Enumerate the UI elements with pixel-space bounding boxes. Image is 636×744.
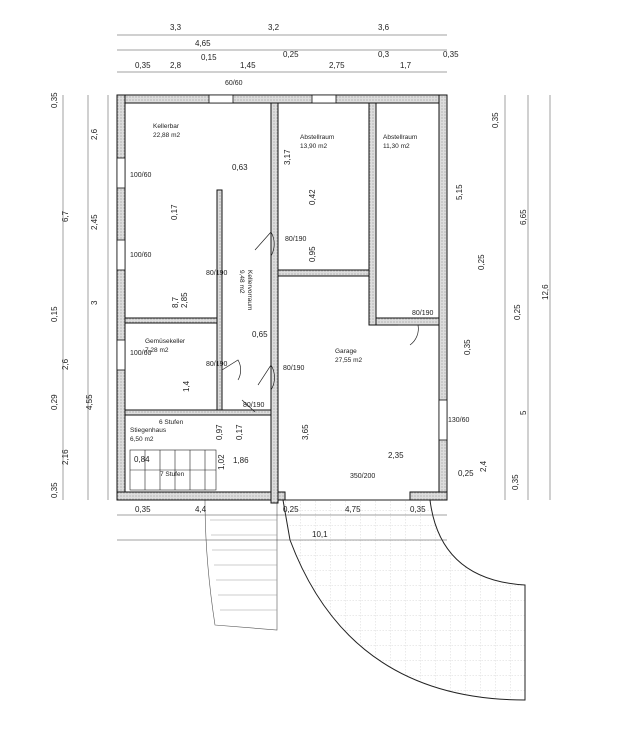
dim-row3-6: 1,7: [400, 61, 412, 70]
dim-inner-1: 0,17: [170, 204, 179, 220]
room-abstell2-name: Abstellraum: [383, 134, 417, 141]
dim-top-5: 0,25: [283, 50, 299, 59]
dim-left-outer-3: 4,55: [85, 394, 94, 410]
room-stiegenhaus-area: 6,50 m2: [130, 436, 154, 443]
dim-top-3: 3,6: [378, 23, 390, 32]
dim-right-mid-2: 5: [519, 410, 528, 415]
room-labels: Kellerbar 22,88 m2 Abstellraum 13,90 m2 …: [130, 123, 417, 478]
doors: [221, 231, 419, 413]
dimension-lines: [62, 34, 551, 541]
opening-4: 80/190: [206, 361, 228, 368]
dim-left-inner-0: 2,6: [90, 128, 99, 140]
dim-inner-15: 2,35: [388, 451, 404, 460]
dim-top-4: 4,65: [195, 39, 211, 48]
dim-right-inner-1: 5,15: [455, 184, 464, 200]
dim-right-inner-3: 0,35: [463, 339, 472, 355]
opening-8: 130/60: [448, 417, 470, 424]
stairs-upper-label: 6 Stufen: [159, 419, 184, 426]
dim-inner-13: 1,86: [233, 456, 249, 465]
dim-left-outer-4: 0,35: [50, 482, 59, 498]
dim-bottom-1: 4,4: [195, 505, 207, 514]
dim-inner-7: 0,65: [252, 330, 268, 339]
dim-inner-9: 0,97: [215, 424, 224, 440]
opening-0: 100/60: [130, 172, 152, 179]
room-stiegenhaus-name: Stiegenhaus: [130, 427, 167, 434]
room-garage-name: Garage: [335, 348, 357, 355]
walls: [116, 94, 448, 504]
dim-bottom-4: 0,35: [410, 505, 426, 514]
room-kellerbar-name: Kellerbar: [153, 123, 180, 130]
opening-9: 350/200: [350, 473, 375, 480]
dim-left-inner-4: 0,29: [50, 394, 59, 410]
opening-7: 100/60: [130, 350, 152, 357]
dim-row3-3: 1,45: [240, 61, 256, 70]
opening-2: 80/190: [206, 270, 228, 277]
interior-dimensions: 0,63 0,17 3,17 0,42 0,95 2,85 8,7 0,65 1…: [134, 149, 404, 470]
dim-inner-5: 2,85: [180, 292, 189, 308]
dim-bottom-0: 0,35: [135, 505, 151, 514]
windows: [116, 94, 448, 441]
dim-inner-2: 3,17: [283, 149, 292, 165]
dim-right-total: 12,6: [541, 284, 550, 300]
opening-10: 80/190: [243, 402, 265, 409]
dim-left-inner-2: 3: [90, 300, 99, 305]
dim-inner-6: 8,7: [171, 296, 180, 308]
dim-inner-3: 0,42: [308, 189, 317, 205]
right-dimensions: 12,6 6,65 0,25 5 0,35 5,15 0,25 0,35 2,4…: [455, 112, 550, 490]
dim-inner-12: 0,84: [134, 455, 150, 464]
dim-inner-10: 0,17: [235, 424, 244, 440]
opening-6: 80/190: [412, 310, 434, 317]
stairs-lower-label: 7 Stufen: [160, 471, 185, 478]
dim-bottom-2: 0,25: [283, 505, 299, 514]
dim-bottom-total: 10,1: [312, 530, 328, 539]
room-garage-area: 27,55 m2: [335, 357, 362, 364]
dim-left-inner-5: 2,16: [61, 449, 70, 465]
dim-row3-0: 0,35: [135, 61, 151, 70]
opening-11: 60/60: [225, 80, 243, 87]
room-gemuese-area: 7,28 m2: [145, 347, 169, 354]
room-kellerbar-area: 22,88 m2: [153, 132, 180, 139]
left-dimensions: 0,35 6,7 0,15 4,55 0,35 2,6 2,45 3 2,6 0…: [50, 92, 99, 498]
terrace: [204, 499, 526, 701]
dim-top-2: 3,2: [268, 23, 280, 32]
dim-row3-7: 0,35: [443, 50, 459, 59]
dim-row3-5: 0,3: [378, 50, 390, 59]
dim-right-inner-5: 0,25: [458, 469, 474, 478]
dim-left-outer-1: 6,7: [61, 210, 70, 222]
dim-right-inner-4: 2,4: [479, 460, 488, 472]
dim-right-inner-2: 0,25: [477, 254, 486, 270]
dim-right-inner-0: 0,35: [491, 112, 500, 128]
opening-5: 80/190: [283, 365, 305, 372]
dim-inner-8: 1,4: [182, 380, 191, 392]
top-dimensions: 3,3 3,2 3,6 4,65 0,25 0,35 2,8 0,15 1,45…: [135, 23, 459, 70]
room-gemuese-name: Gemüsekeller: [145, 338, 186, 345]
opening-1: 100/60: [130, 252, 152, 259]
dim-left-inner-1: 2,45: [90, 214, 99, 230]
dim-right-inner-6: 0,35: [511, 474, 520, 490]
room-abstell1-name: Abstellraum: [300, 134, 334, 141]
bottom-dimensions: 0,35 4,4 0,25 4,75 0,35 10,1: [135, 505, 426, 539]
dim-bottom-3: 4,75: [345, 505, 361, 514]
dim-right-mid-1: 0,25: [513, 304, 522, 320]
room-abstell1-area: 13,90 m2: [300, 143, 327, 150]
dim-row3-2: 0,15: [201, 53, 217, 62]
dim-right-mid-0: 6,65: [519, 209, 528, 225]
dim-left-outer-2: 0,15: [50, 306, 59, 322]
opening-labels: 100/60 100/60 80/190 80/190 80/190 80/19…: [130, 80, 470, 480]
dim-left-outer-0: 0,35: [50, 92, 59, 108]
dim-inner-0: 0,63: [232, 163, 248, 172]
stairs: [129, 449, 217, 491]
dim-top-1: 3,3: [170, 23, 182, 32]
dim-inner-14: 3,65: [301, 424, 310, 440]
room-kellervorraum-area: 9,48 m2: [238, 270, 245, 294]
room-abstell2-area: 11,30 m2: [383, 143, 410, 150]
opening-3: 80/190: [285, 236, 307, 243]
dim-row3-1: 2,8: [170, 61, 182, 70]
room-kellervorraum-name: Kellervorraum: [246, 270, 253, 310]
dim-row3-4: 2,75: [329, 61, 345, 70]
dim-inner-4: 0,95: [308, 246, 317, 262]
dim-left-inner-3: 2,6: [61, 358, 70, 370]
dim-inner-11: 1,02: [217, 454, 226, 470]
